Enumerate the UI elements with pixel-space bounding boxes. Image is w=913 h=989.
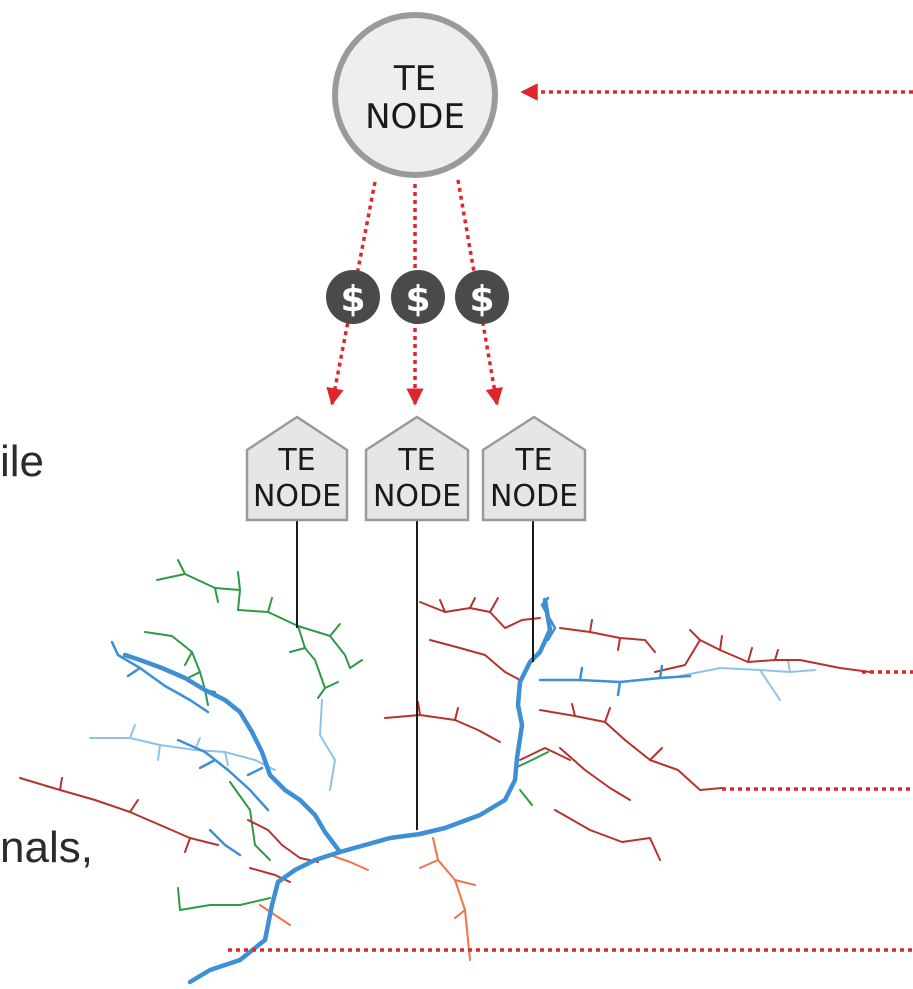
top-node-label-line2: NODE	[365, 97, 465, 137]
child-node-2-line2: NODE	[373, 479, 461, 514]
main-river	[122, 597, 553, 985]
cut-off-text-1: ile	[0, 437, 45, 486]
child-node-3-line2: NODE	[490, 479, 578, 514]
top-te-node: TE NODE	[332, 12, 498, 178]
dollar-coin-3-icon: $	[455, 270, 509, 324]
dark-red-tributary-group	[19, 597, 871, 883]
child-te-nodes: TE NODE TE NODE TE NODE	[245, 415, 587, 522]
leader-lines	[228, 670, 913, 952]
child-te-node-2: TE NODE	[364, 415, 470, 522]
top-node-label-line1: TE	[393, 59, 436, 99]
child-node-2-line1: TE	[397, 443, 435, 478]
dollar-coin-3-label: $	[469, 279, 494, 320]
child-te-node-3: TE NODE	[481, 415, 587, 522]
connector-lines	[296, 520, 534, 830]
child-te-node-1: TE NODE	[245, 415, 349, 522]
dollar-coin-1-icon: $	[326, 270, 380, 324]
top-node-circle	[332, 12, 498, 178]
dollar-coin-1-label: $	[340, 279, 365, 320]
payment-coins: $ $ $	[326, 270, 509, 324]
blue-branch-group	[110, 596, 692, 857]
cut-off-text-2: nals,	[0, 823, 93, 872]
child-node-1-line1: TE	[277, 443, 315, 478]
dollar-coin-2-label: $	[405, 279, 430, 320]
child-node-3-line1: TE	[514, 443, 552, 478]
orange-tributary-group	[259, 837, 476, 961]
light-blue-tributary-group	[89, 659, 816, 791]
dollar-coin-2-icon: $	[391, 270, 445, 324]
river-network	[19, 559, 871, 985]
child-node-1-line2: NODE	[253, 479, 341, 514]
